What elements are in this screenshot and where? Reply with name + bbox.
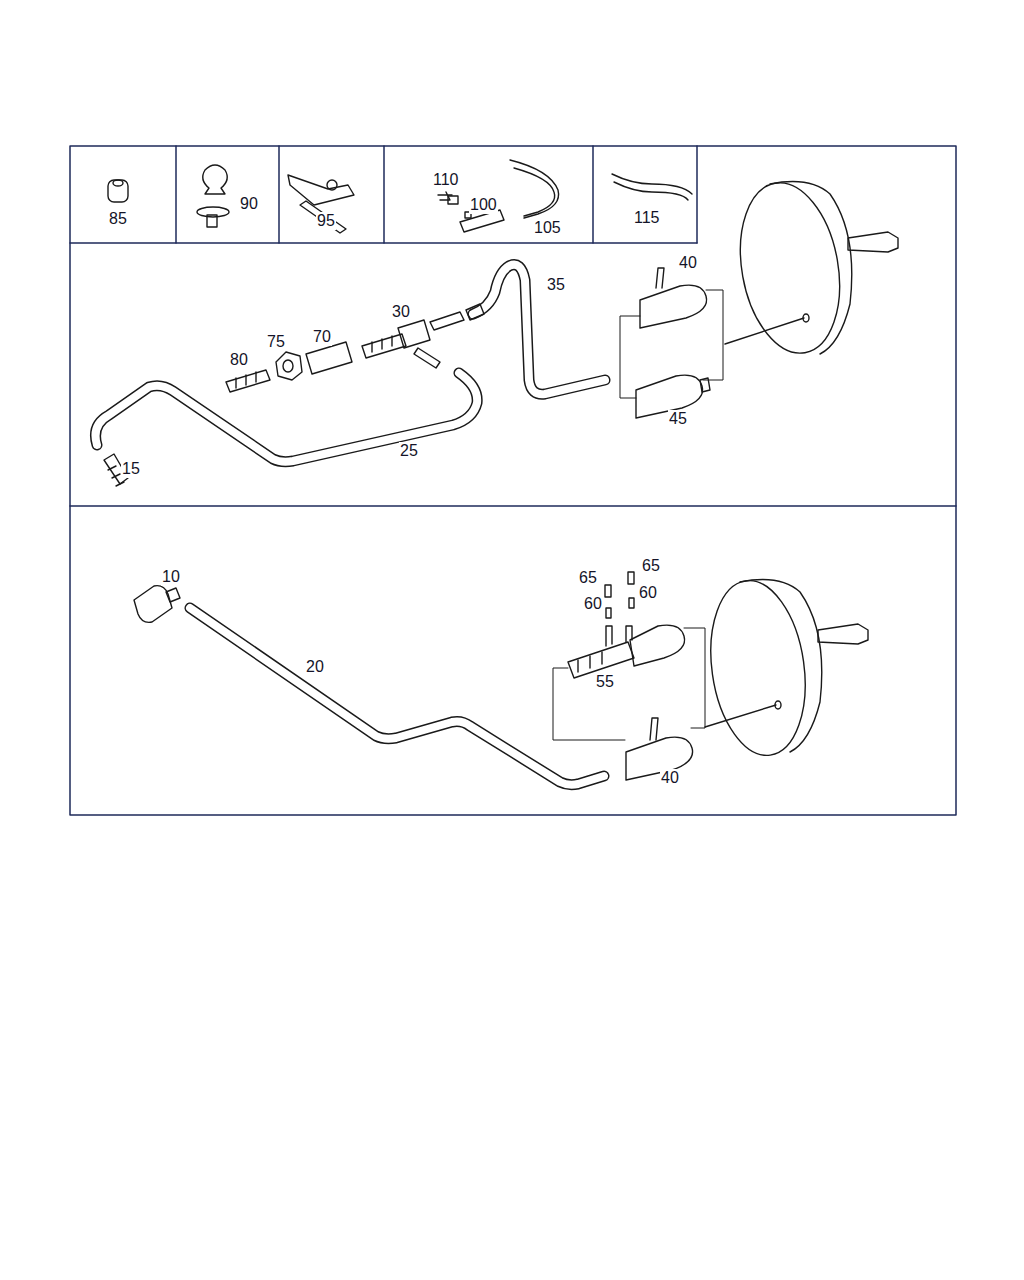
hoses — [96, 265, 606, 785]
callout-number: 60 — [638, 584, 658, 602]
callout-number: 65 — [578, 569, 598, 587]
callout-number: 20 — [305, 658, 325, 676]
callout-number: 40 — [660, 769, 680, 787]
callout-number: 15 — [121, 460, 141, 478]
callout-number: 65 — [641, 557, 661, 575]
callout-number: 75 — [266, 333, 286, 351]
callout-number: 25 — [399, 442, 419, 460]
callout-number: 60 — [583, 595, 603, 613]
callout-number: 35 — [546, 276, 566, 294]
small-parts — [108, 160, 692, 233]
leader-brackets — [553, 290, 723, 740]
callout-number: 110 — [432, 171, 460, 189]
callout-number: 85 — [108, 210, 128, 228]
callout-number: 105 — [533, 219, 562, 237]
callout-number: 45 — [668, 410, 688, 428]
callout-number: 90 — [239, 195, 259, 213]
brake-booster — [700, 175, 898, 762]
callout-number: 115 — [633, 209, 661, 227]
callout-number: 95 — [316, 212, 336, 230]
callout-number: 10 — [161, 568, 181, 586]
callout-number: 70 — [312, 328, 332, 346]
frame — [70, 146, 956, 815]
callout-number: 40 — [678, 254, 698, 272]
callout-number: 55 — [595, 673, 615, 691]
callout-number: 80 — [229, 351, 249, 369]
callout-number: 100 — [469, 196, 498, 214]
callout-number: 30 — [391, 303, 411, 321]
fittings — [104, 268, 710, 780]
